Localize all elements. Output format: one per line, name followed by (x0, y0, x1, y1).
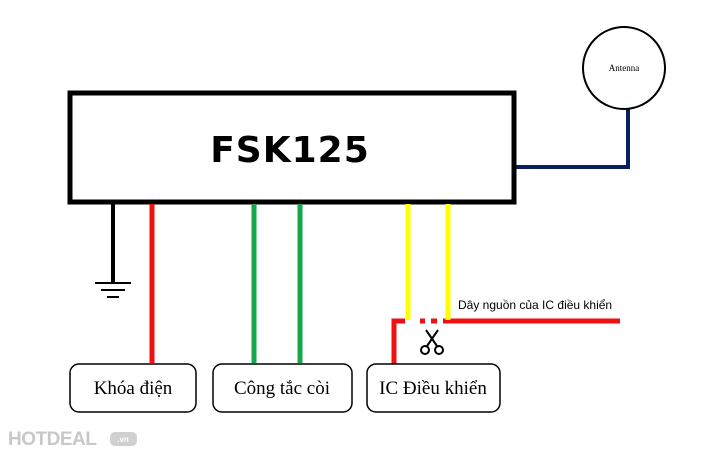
controller-ic-label: IC Điều khiển (379, 378, 487, 399)
scissors-icon (420, 329, 444, 355)
watermark-logo: HOTDEAL .vn (8, 429, 137, 450)
horn-switch-label: Công tắc còi (234, 378, 330, 399)
horn-switch-box (212, 363, 353, 413)
power-wire (391, 318, 620, 364)
module-label: FSK125 (210, 130, 370, 171)
watermark-brand: HOTDEAL (8, 429, 97, 450)
controller-ic-box (366, 363, 501, 413)
ignition-box (69, 363, 197, 413)
antenna-cable (514, 107, 630, 169)
ground-icon (95, 282, 131, 298)
watermark-suffix: .vn (117, 435, 129, 444)
antenna-label: Antenna (609, 63, 640, 73)
fsk125-module (67, 90, 517, 205)
power-wire-label: Dây nguồn của IC điều khiển (458, 298, 612, 312)
ignition-label: Khóa điện (94, 378, 173, 399)
antenna-node (582, 26, 666, 110)
